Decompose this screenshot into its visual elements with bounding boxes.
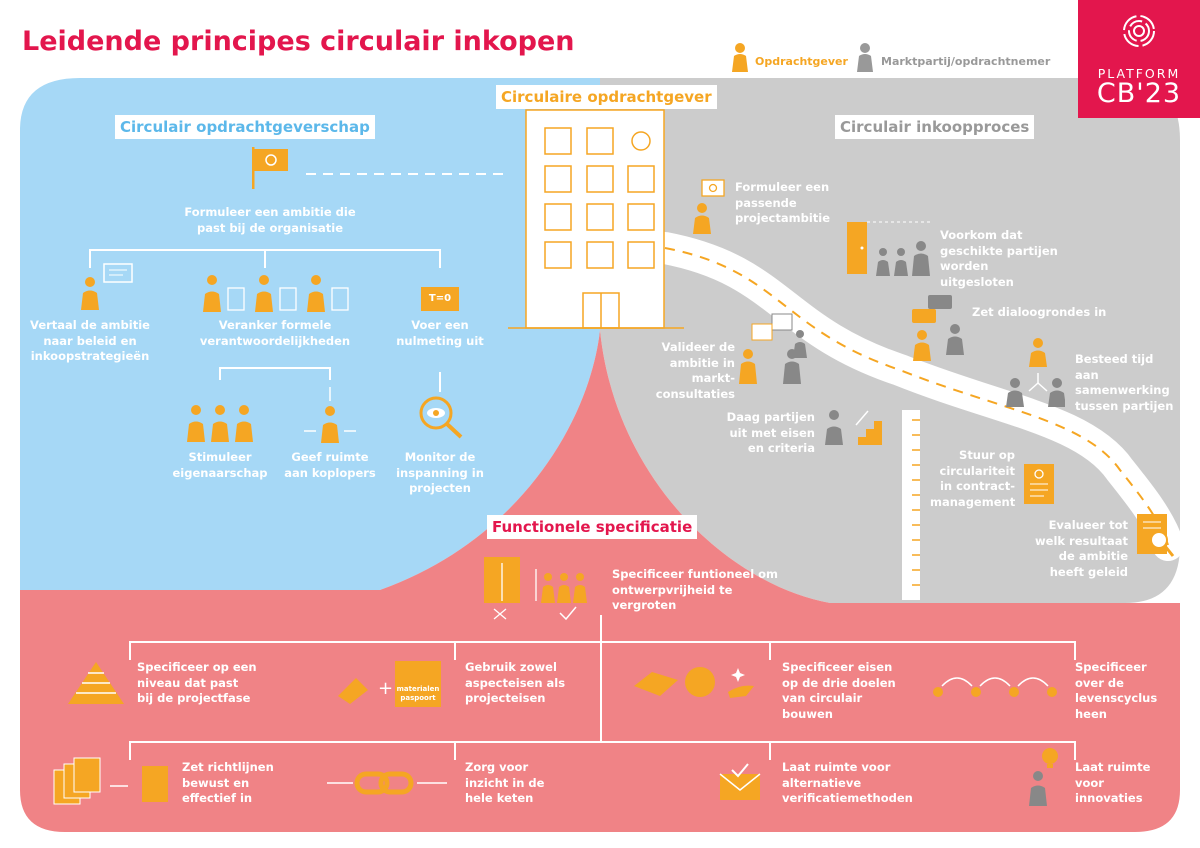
header-red: Functionele specificatie [487, 515, 698, 539]
header-center: Circulaire opdrachtgever [496, 85, 717, 109]
header-blue: Circulair opdrachtgeverschap [115, 115, 375, 139]
grey-contract: Stuur op circulariteit in contract-manag… [930, 448, 1016, 509]
red-lifecycle: Specificeer over de levenscyclus heen [1075, 660, 1158, 721]
dialogue-people-icon [912, 295, 964, 361]
evaluate-doc-icon [1137, 514, 1175, 557]
people-checklist-icon [203, 275, 349, 312]
red-chain: Zorg voor inzicht in de hele keten [465, 760, 545, 805]
contract-doc-icon [1024, 464, 1054, 504]
grey-evaluate: Evalueer tot welk resultaat de ambitie h… [1035, 518, 1128, 579]
building [508, 109, 684, 329]
documents-arrow-icon [53, 757, 168, 805]
people-hearts-icon [187, 405, 253, 442]
cooperation-people-icon [1006, 338, 1065, 407]
blue-translate: Vertaal de ambitie naar beleid en inkoop… [30, 318, 150, 363]
blue-monitor: Monitor de inspanning in projecten [396, 450, 484, 495]
blue-ownership: Stimuleer eigenaarschap [172, 450, 268, 480]
svg-text:+: + [378, 678, 393, 699]
frontrunner-arrows-icon [304, 387, 356, 443]
blue-anchor: Veranker formele verantwoordelijkheden [199, 318, 351, 348]
blue-region [20, 78, 600, 590]
red-region [20, 330, 1180, 832]
magnifier-eye-icon [419, 396, 463, 439]
chain-icon [327, 771, 447, 795]
header-grey: Circulair inkoopproces [835, 115, 1035, 139]
ruler [902, 410, 920, 600]
blue-zero: Voer een nulmeting uit [396, 318, 484, 348]
zero-measure-icon: T=0 [421, 287, 459, 311]
blue-frontrunners: Geef ruimte aan koplopers [284, 450, 376, 480]
red-level: Specificeer op een niveau dat past bij d… [137, 660, 257, 705]
legend-market: Marktpartij/opdrachtnemer [881, 55, 1051, 68]
envelope-check-icon [719, 763, 761, 800]
roll-plus-icon: + [338, 678, 393, 704]
client-person-icon [732, 43, 748, 72]
brick-globe-hand-icon [634, 667, 754, 698]
logo-line2: CB'23 [1096, 78, 1182, 109]
elevator-people-icon [484, 557, 587, 621]
challenge-stairs-icon [825, 410, 882, 445]
lifecycle-dots-icon [933, 677, 1057, 697]
red-verification: Laat ruimte voor alternatieve verificati… [782, 760, 913, 805]
material-passport-icon: materialen paspoort [395, 661, 441, 707]
market-person-icon [857, 43, 873, 72]
pyramid-icon [68, 662, 124, 704]
person-lightbulb-icon [1029, 748, 1058, 806]
grey-project-ambition: Formuleer een passende projectambitie [735, 180, 831, 225]
legend-client: Opdrachtgever [755, 55, 848, 68]
flag-icon [252, 147, 288, 189]
grey-validate: Valideer de ambitie in markt-consultatie… [655, 340, 735, 401]
red-guidelines: Zet richtlijnen bewust en effectief in [182, 760, 274, 805]
red-innovation: Laat ruimte voor innovaties [1075, 760, 1151, 805]
road-dashes [664, 247, 1169, 546]
maze-icon [1123, 15, 1155, 47]
person-speech-icon [81, 263, 133, 310]
page-title: Leidende principes circulair inkopen [22, 26, 575, 57]
person-flag-icon [693, 179, 725, 234]
red-goals: Specificeer eisen op de drie doelen van … [782, 660, 896, 721]
logo-line1: PLATFORM [1097, 66, 1181, 81]
red-functional: Specificeer funtioneel om ontwerpvrijhei… [612, 567, 779, 612]
consultation-people-icon [739, 313, 807, 384]
platform-logo: PLATFORM CB'23 [1078, 0, 1200, 118]
grey-challenge: Daag partijen uit met eisen en criteria [726, 410, 815, 455]
red-aspect: Gebruik zowel aspecteisen als projecteis… [465, 660, 566, 705]
blue-ambition: Formuleer een ambitie die past bij de or… [184, 205, 356, 235]
door-people-icon [847, 221, 933, 276]
grey-prevent: Voorkom dat geschikte partijen worden ui… [940, 228, 1058, 289]
grey-cooperation: Besteed tijd aan samenwerking tussen par… [1075, 352, 1174, 413]
grey-dialogue: Zet dialoogrondes in [972, 305, 1107, 319]
